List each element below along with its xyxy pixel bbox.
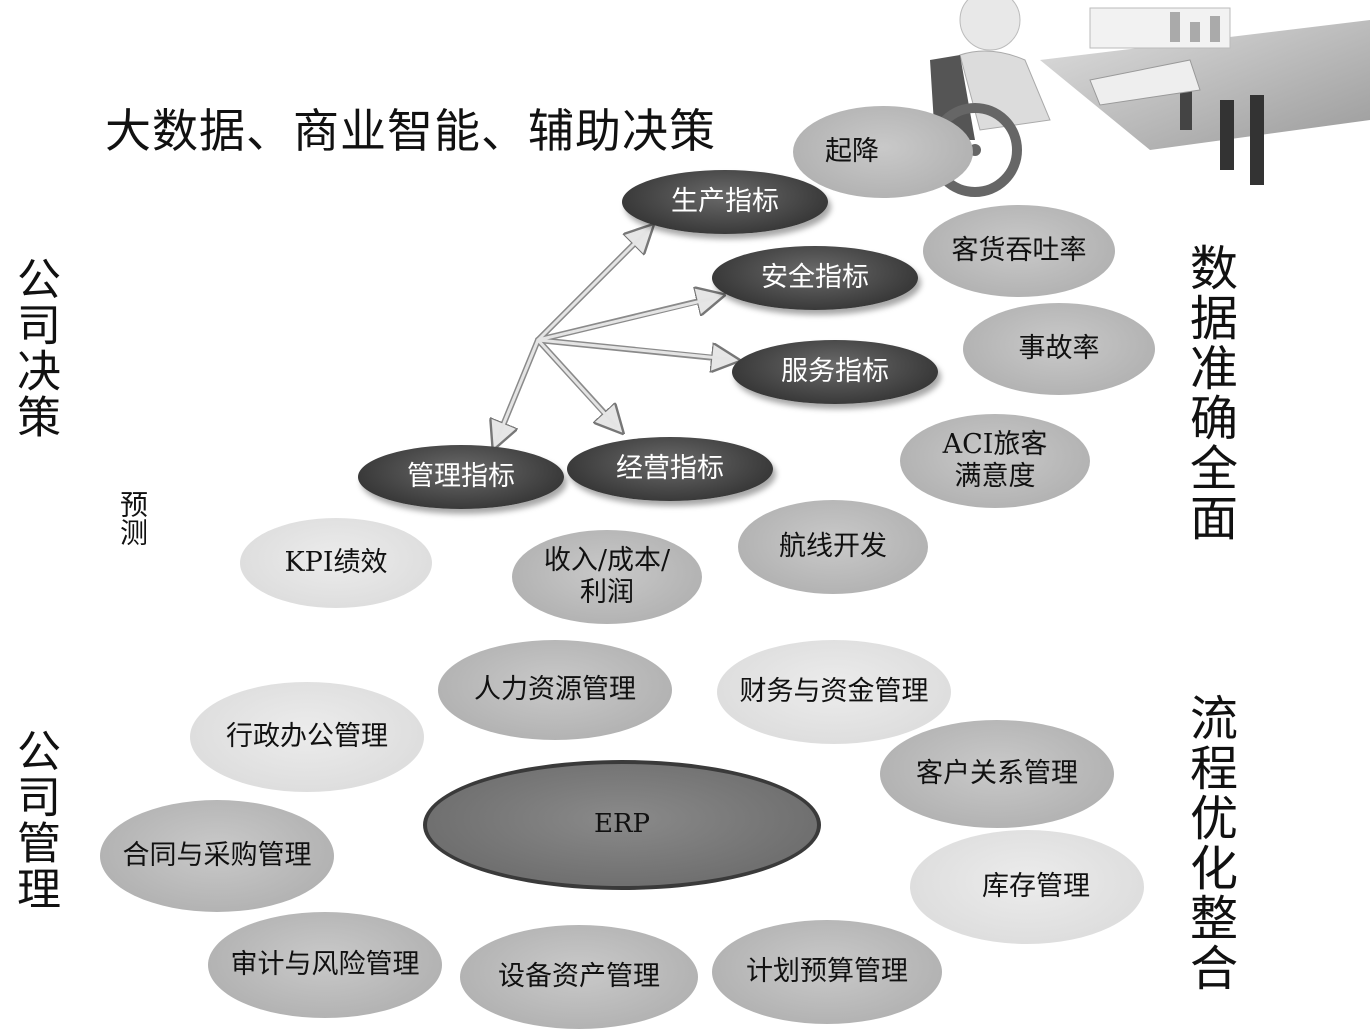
node-admin-office-management: 行政办公管理 (190, 682, 424, 792)
page-title: 大数据、商业智能、辅助决策 (105, 104, 716, 158)
node-safety-indicator: 安全指标 (712, 246, 918, 310)
node-equipment-asset-management: 设备资产管理 (460, 925, 698, 1029)
label-company-management: 公司管理 (9, 728, 60, 912)
income-line-1: 收入/成本/ (543, 544, 671, 576)
node-crm-management: 客户关系管理 (880, 720, 1114, 828)
label-forecast: 预测 (116, 490, 149, 546)
aci-line-2: 满意度 (954, 461, 1036, 492)
node-management-indicator: 管理指标 (358, 445, 564, 509)
node-service-indicator: 服务指标 (732, 340, 938, 404)
node-audit-risk-management: 审计与风险管理 (208, 912, 442, 1018)
node-accident-rate: 事故率 (963, 303, 1155, 395)
node-production-indicator: 生产指标 (622, 170, 828, 234)
node-takeoff-landing: 起降 (793, 106, 973, 198)
node-kpi-performance: KPI绩效 (240, 518, 432, 608)
node-throughput-rate: 客货吞吐率 (923, 205, 1115, 297)
node-contract-purchase-management: 合同与采购管理 (100, 800, 334, 912)
node-income-cost-profit: 收入/成本/ 利润 (512, 530, 702, 624)
node-plan-budget-management: 计划预算管理 (712, 920, 942, 1024)
node-operation-indicator: 经营指标 (567, 437, 773, 501)
node-finance-management: 财务与资金管理 (717, 640, 951, 744)
income-line-2: 利润 (580, 577, 634, 608)
label-data-accurate: 数据准确全面 (1181, 243, 1237, 543)
label-process-optimize: 流程优化整合 (1181, 693, 1237, 993)
aci-line-1: ACI旅客 (942, 428, 1048, 460)
label-company-decision: 公司决策 (9, 256, 60, 440)
node-route-development: 航线开发 (738, 500, 928, 594)
node-erp: ERP (423, 760, 821, 890)
node-aci-satisfaction: ACI旅客 满意度 (900, 414, 1090, 508)
node-inventory-management: 库存管理 (910, 830, 1144, 944)
node-hr-management: 人力资源管理 (438, 640, 672, 740)
